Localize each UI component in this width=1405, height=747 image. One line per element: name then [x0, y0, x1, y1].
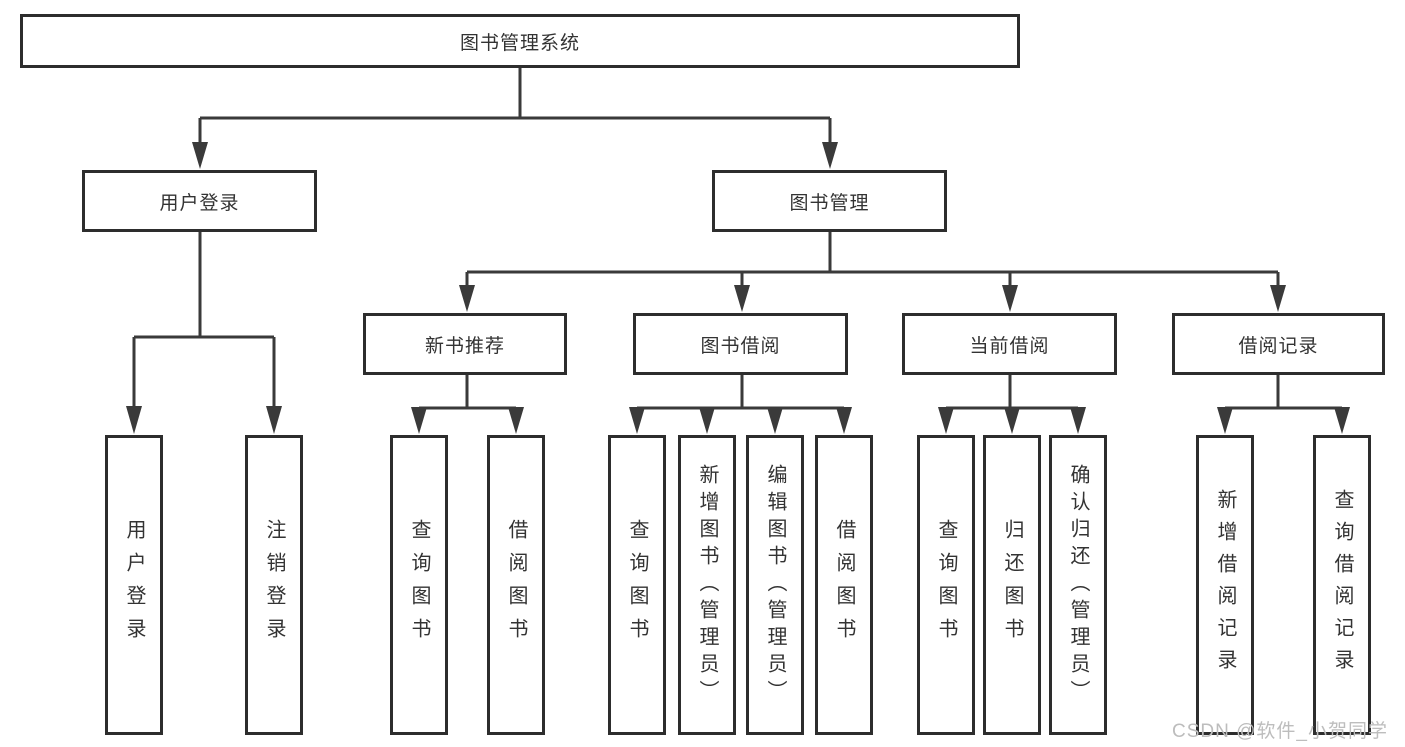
leaf-label: 借阅图书 — [505, 519, 527, 651]
node-label: 图书管理系统 — [459, 32, 580, 54]
leaf-label: 新增图书（管理员） — [696, 463, 718, 707]
leaf-label: 查询图书 — [935, 519, 957, 651]
leaf-confirm-return-admin: 确认归还（管理员） — [1049, 435, 1107, 735]
leaf-edit-books-admin: 编辑图书（管理员） — [746, 435, 804, 735]
leaf-query-books-recommend: 查询图书 — [390, 435, 448, 735]
leaf-label: 查询图书 — [626, 519, 648, 651]
node-library-management-system: 图书管理系统 — [20, 14, 1020, 68]
leaf-label: 编辑图书（管理员） — [764, 463, 786, 707]
leaf-query-borrow-record: 查询借阅记录 — [1313, 435, 1371, 735]
leaf-return-books: 归还图书 — [983, 435, 1041, 735]
leaf-label: 新增借阅记录 — [1214, 489, 1236, 681]
node-book-borrowing: 图书借阅 — [633, 313, 848, 375]
csdn-watermark: CSDN @软件_小贺同学 — [1172, 721, 1388, 742]
leaf-label: 查询图书 — [408, 519, 430, 651]
node-new-book-recommendation: 新书推荐 — [363, 313, 567, 375]
leaf-label: 确认归还（管理员） — [1067, 463, 1089, 707]
node-borrowing-records: 借阅记录 — [1172, 313, 1385, 375]
leaf-borrow-books-recommend: 借阅图书 — [487, 435, 545, 735]
node-label: 当前借阅 — [969, 335, 1050, 357]
leaf-label: 用户登录 — [123, 519, 145, 651]
leaf-label: 借阅图书 — [833, 519, 855, 651]
leaf-add-books-admin: 新增图书（管理员） — [678, 435, 736, 735]
leaf-query-books-current: 查询图书 — [917, 435, 975, 735]
leaf-label: 归还图书 — [1001, 519, 1023, 651]
node-book-management: 图书管理 — [712, 170, 947, 232]
leaf-user-login: 用户登录 — [105, 435, 163, 735]
node-label: 图书管理 — [789, 192, 870, 214]
leaf-label: 注销登录 — [263, 519, 285, 651]
node-label: 新书推荐 — [424, 335, 505, 357]
leaf-label: 查询借阅记录 — [1331, 489, 1353, 681]
leaf-borrow-books-borrowing: 借阅图书 — [815, 435, 873, 735]
node-label: 借阅记录 — [1238, 335, 1319, 357]
node-user-login: 用户登录 — [82, 170, 317, 232]
node-label: 用户登录 — [159, 192, 240, 214]
leaf-query-books-borrowing: 查询图书 — [608, 435, 666, 735]
leaf-add-borrow-record: 新增借阅记录 — [1196, 435, 1254, 735]
node-label: 图书借阅 — [700, 335, 781, 357]
node-current-borrowing: 当前借阅 — [902, 313, 1117, 375]
leaf-logout: 注销登录 — [245, 435, 303, 735]
